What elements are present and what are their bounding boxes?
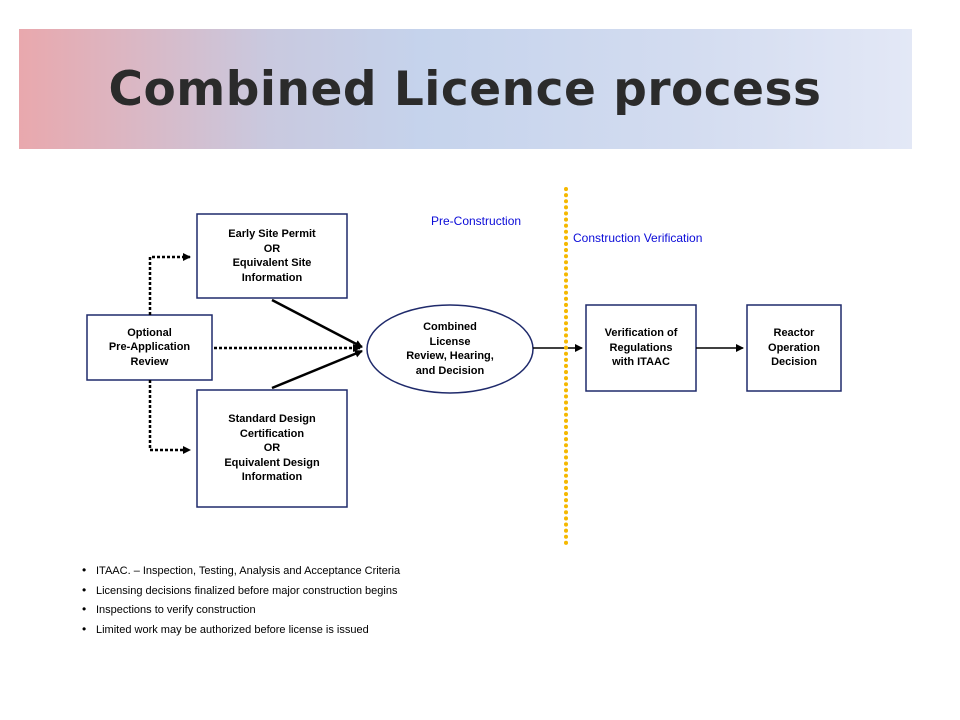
arrow-design-to-combined: [271, 349, 363, 390]
list-item: •Inspections to verify construction: [82, 602, 256, 616]
bullet-icon: •: [82, 582, 87, 597]
combined-license-ellipse: [366, 304, 534, 394]
standard-design-text: Standard Design Certification OR Equival…: [224, 413, 320, 484]
verification-box: [585, 304, 697, 392]
standard-design-box: [196, 389, 348, 508]
combined-license-text: Combined License Review, Hearing, and De…: [406, 321, 494, 377]
optional-dotted-connectors: [148, 253, 361, 454]
early-site-permit-text: Early Site Permit OR Equivalent Site Inf…: [228, 228, 316, 284]
verification-text: Verification of Regulations with ITAAC: [604, 327, 678, 369]
bullet-icon: •: [82, 602, 87, 616]
page-title: Combined Licence process: [108, 62, 822, 117]
pre-construction-label: Pre-Construction: [431, 214, 522, 228]
early-site-permit-box: [196, 213, 348, 299]
reactor-decision-box: [746, 304, 842, 392]
list-item: •ITAAC. – Inspection, Testing, Analysis …: [82, 563, 401, 577]
bullet-icon: •: [82, 621, 87, 636]
arrow-site-to-combined: [271, 298, 363, 349]
construction-verification-label: Construction Verification: [573, 231, 703, 245]
list-item: •Licensing decisions finalized before ma…: [82, 582, 398, 597]
list-item: •Limited work may be authorized before l…: [82, 621, 369, 636]
notes-list: •ITAAC. – Inspection, Testing, Analysis …: [82, 563, 401, 643]
bullet-icon: •: [82, 563, 87, 577]
optional-review-text: Optional Pre-Application Review: [108, 326, 191, 368]
title-banner: [19, 29, 912, 149]
reactor-decision-text: Reactor Operation Decision: [768, 327, 820, 369]
